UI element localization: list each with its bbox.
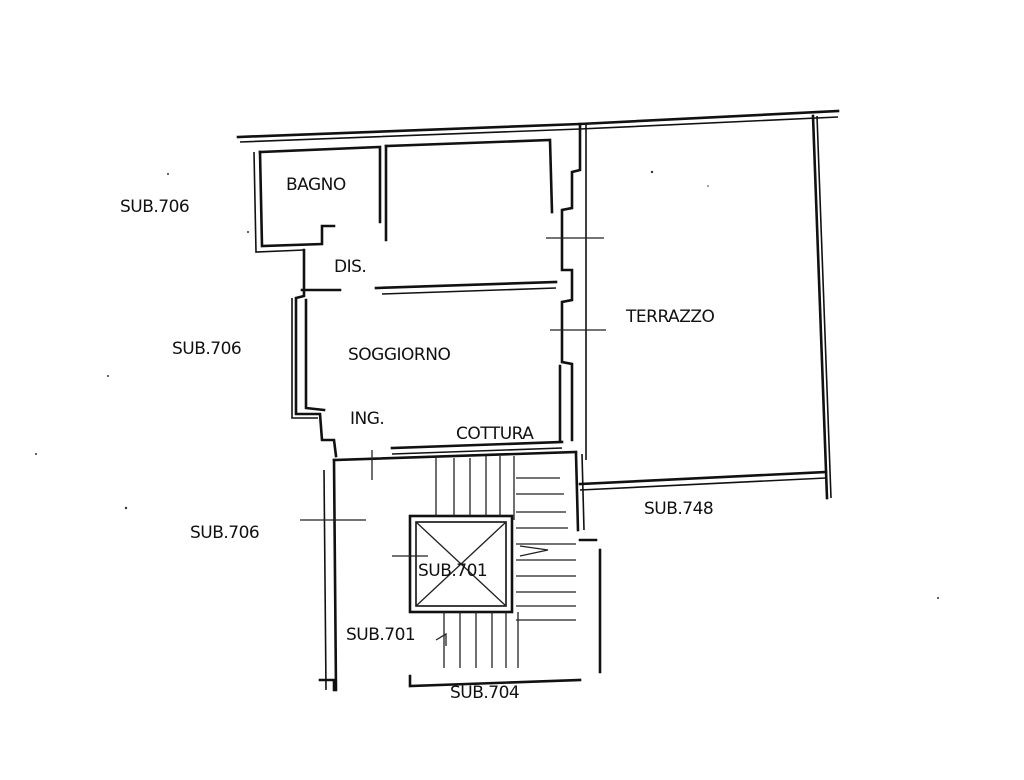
room-label-terrazzo: TERRAZZO <box>625 307 714 327</box>
sub-label-left-mid: SUB.706 <box>172 339 241 359</box>
bathroom-walls <box>253 145 382 253</box>
sub-label-left-low: SUB.706 <box>190 523 259 543</box>
room-label-bagno: BAGNO <box>286 175 346 195</box>
sub-label-terrace-below: SUB.748 <box>644 499 713 519</box>
living-walls <box>291 248 338 458</box>
room-label-soggiorno: SOGGIORNO <box>348 345 450 365</box>
cottura-walls <box>390 364 564 455</box>
stair-treads <box>435 456 576 668</box>
room-label-dis: DIS. <box>334 257 366 277</box>
sub-label-bottom: SUB.704 <box>450 683 519 703</box>
lift-shaft <box>408 514 514 614</box>
stair-walls <box>318 450 602 692</box>
spine-wall <box>560 122 587 532</box>
leader-ticks <box>300 237 606 557</box>
room-walls <box>300 138 558 295</box>
sub-label-left-top: SUB.706 <box>120 197 189 217</box>
room-label-cottura: COTTURA <box>456 424 534 444</box>
sub-label-lift: SUB.701 <box>418 561 487 581</box>
room-label-ingresso: ING. <box>350 409 384 429</box>
sub-label-stair: SUB.701 <box>346 625 415 645</box>
scan-specks <box>35 170 939 599</box>
